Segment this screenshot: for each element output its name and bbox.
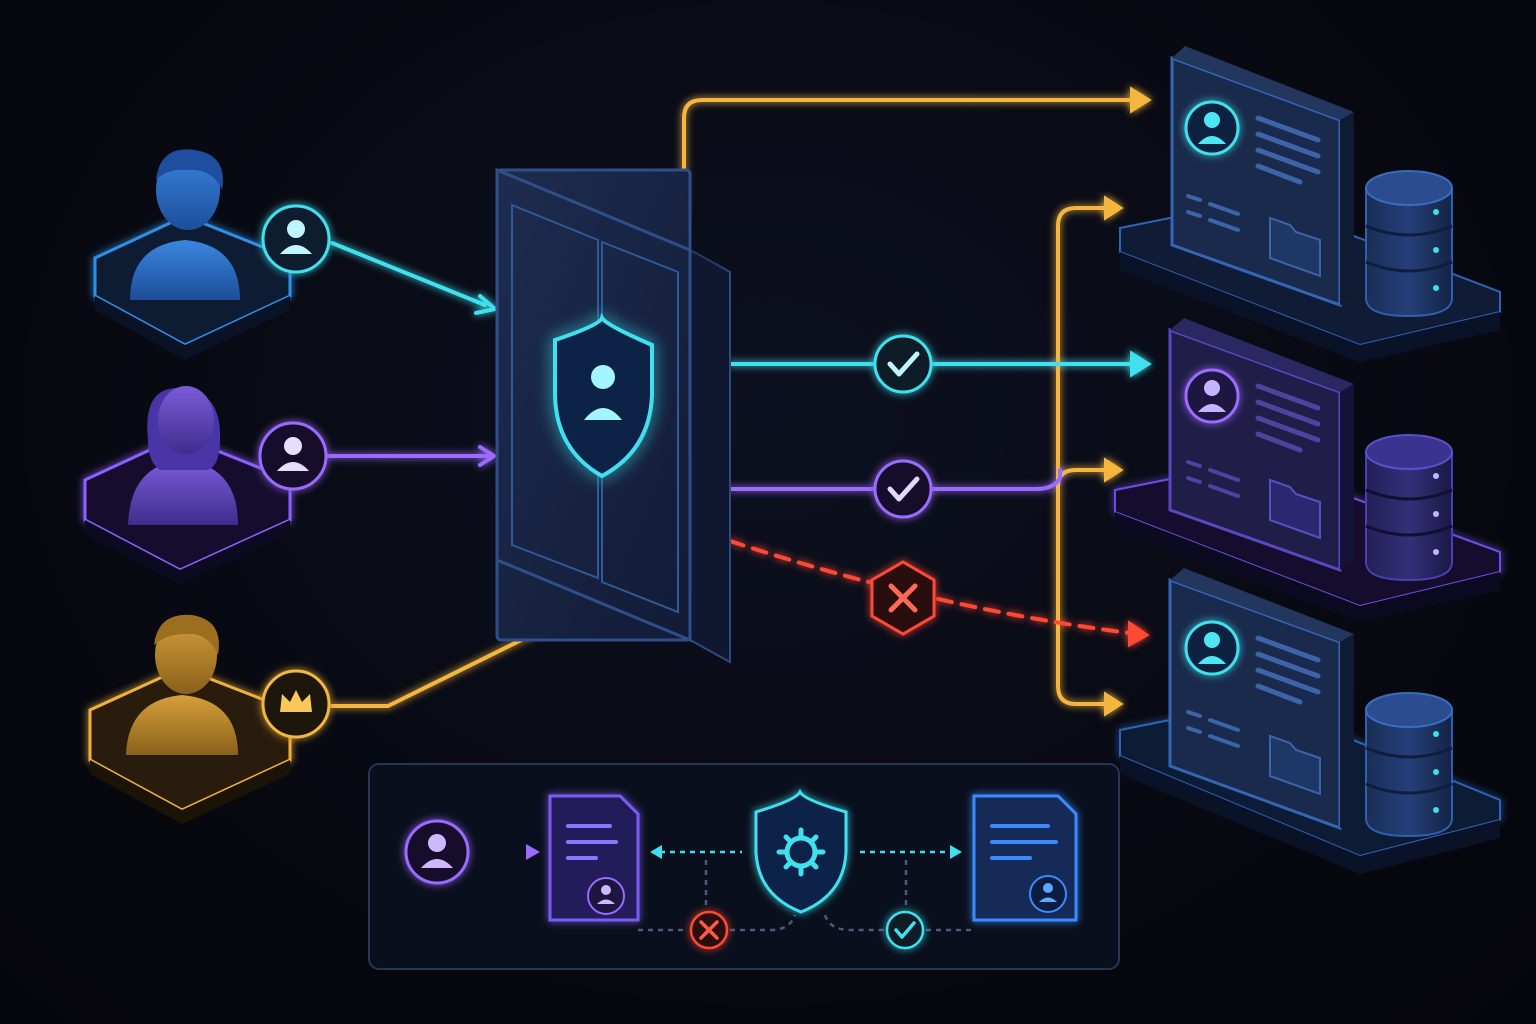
- connector-gold-mid: [1056, 468, 1114, 488]
- profile-card: [1170, 46, 1354, 308]
- check-icon: [887, 476, 920, 502]
- profile-icon: [1184, 100, 1240, 156]
- user-blue[interactable]: [93, 149, 331, 360]
- person-icon: [126, 614, 238, 755]
- user-badge-icon: [261, 204, 331, 274]
- resource-violet[interactable]: [1114, 318, 1501, 622]
- database-icon: [1365, 170, 1453, 318]
- connector-deny-red: [728, 539, 1140, 636]
- user-violet[interactable]: [83, 386, 328, 584]
- profile-card: [1168, 318, 1354, 573]
- folder-icon: [1269, 478, 1321, 540]
- connector-allow-violet: [728, 468, 1062, 491]
- flow-legend-panel: [368, 763, 1120, 970]
- x-icon: [888, 583, 918, 613]
- arrow-head: [1128, 620, 1150, 648]
- gateway-side: [689, 248, 731, 664]
- connector-gold-top: [666, 98, 1142, 234]
- document-user-icon: [548, 794, 640, 922]
- connector-gold-trunk: [1056, 206, 1114, 706]
- arrow-head: [1130, 350, 1152, 378]
- profile-icon: [1184, 368, 1240, 424]
- crown-badge-icon: [261, 669, 331, 739]
- folder-icon: [1269, 216, 1321, 278]
- access-gateway[interactable]: [495, 167, 731, 664]
- check-cyan: [873, 334, 933, 394]
- person-icon: [128, 386, 238, 525]
- arrow-head: [1130, 86, 1152, 114]
- arrow-head: [1104, 457, 1124, 483]
- deny-red: [870, 560, 936, 636]
- arrow-head: [474, 294, 500, 315]
- user-badge-icon: [258, 421, 328, 491]
- connector-lines: [326, 86, 1152, 717]
- legend-user-icon: [404, 819, 470, 885]
- profile-card: [1168, 568, 1354, 831]
- connector-user-blue: [330, 241, 487, 307]
- person-icon: [130, 149, 240, 300]
- shield-gear-icon: [754, 788, 848, 914]
- legend-x-icon: [689, 910, 729, 950]
- document-user-icon: [972, 794, 1078, 922]
- arrow-head: [478, 445, 498, 467]
- legend-dashed-links: [638, 845, 976, 932]
- check-violet: [873, 459, 933, 519]
- resource-blue-2[interactable]: [1119, 568, 1501, 874]
- legend-check-icon: [885, 910, 925, 950]
- database-icon: [1365, 692, 1453, 838]
- folder-icon: [1269, 734, 1321, 796]
- resource-blue[interactable]: [1119, 46, 1501, 362]
- profile-icon: [1184, 620, 1240, 676]
- arrow-head: [1104, 195, 1124, 221]
- arrow-head: [1104, 691, 1124, 717]
- shield-user-icon: [553, 312, 654, 479]
- database-icon: [1365, 434, 1453, 582]
- check-icon: [887, 351, 920, 377]
- user-gold[interactable]: [88, 614, 331, 824]
